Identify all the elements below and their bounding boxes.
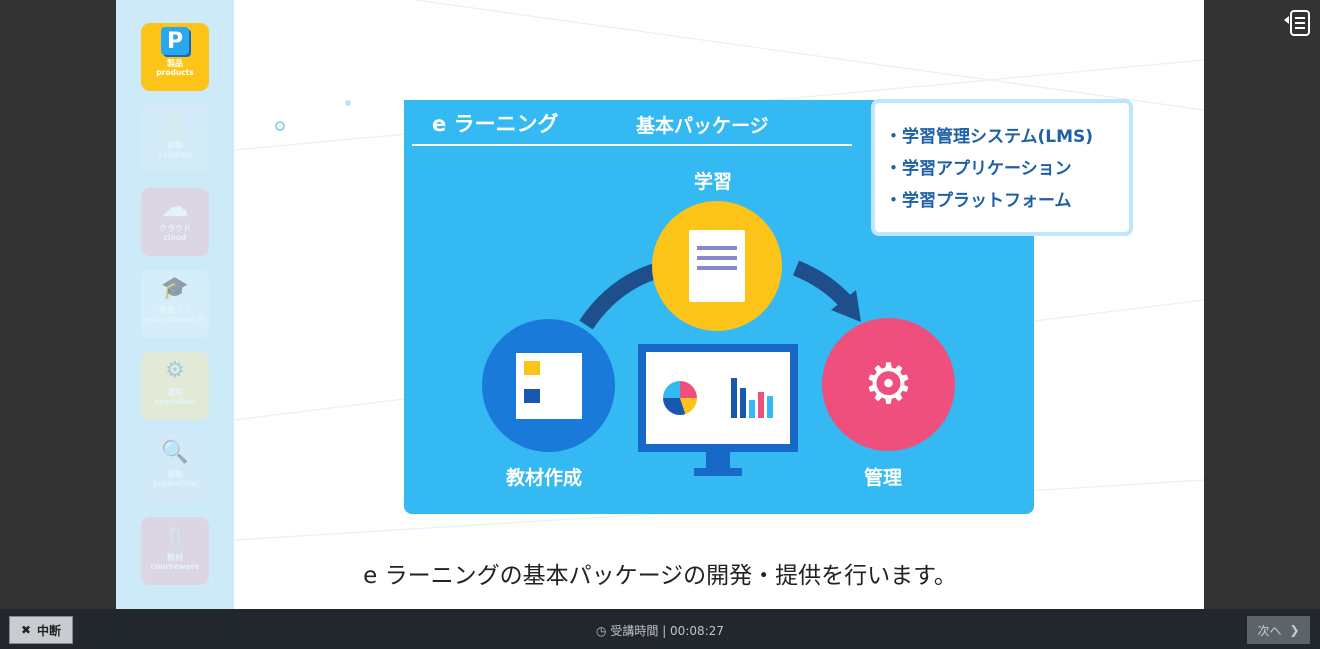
next-button[interactable]: 次へ❯ bbox=[1247, 616, 1310, 644]
divider bbox=[412, 144, 852, 146]
panel-title: e ラーニング bbox=[432, 112, 559, 136]
learn-icon bbox=[652, 201, 782, 331]
stop-button[interactable]: ✖中断 bbox=[9, 616, 73, 644]
list-menu-icon bbox=[1284, 10, 1310, 36]
panel-subtitle: 基本パッケージ bbox=[636, 115, 769, 137]
lms-list-item: ・学習アプリケーション bbox=[885, 159, 1072, 179]
document-icon: ▯ bbox=[168, 522, 182, 548]
arrow-icon bbox=[831, 290, 861, 322]
label-create: 教材作成 bbox=[506, 467, 583, 489]
close-icon: ✖ bbox=[20, 623, 32, 637]
laptop-graduation-icon: 🎓 bbox=[161, 275, 189, 301]
panel-tab bbox=[404, 100, 824, 146]
lms-list: ・学習管理システム(LMS) ・学習アプリケーション ・学習プラットフォーム bbox=[871, 99, 1133, 236]
courseware-create-icon bbox=[482, 319, 615, 452]
clock-icon: ◷ bbox=[596, 624, 607, 638]
gear-wrench-icon: ⚙ bbox=[822, 318, 955, 451]
gear-cycle-icon: ⚙ bbox=[165, 357, 185, 383]
footer-bar bbox=[0, 609, 1320, 649]
chevron-right-icon: ❯ bbox=[1289, 623, 1300, 637]
monitor-icon bbox=[638, 344, 798, 452]
network-icon: △ bbox=[166, 110, 184, 136]
person-search-icon: 🔍 bbox=[161, 439, 189, 465]
p-icon: P bbox=[141, 23, 209, 59]
label-manage: 管理 bbox=[864, 467, 903, 489]
toc-menu-button[interactable] bbox=[1284, 10, 1312, 36]
elapsed-time: ◷ 受講時間 | 00:08:27 bbox=[596, 624, 724, 638]
lms-list-item: ・学習管理システム(LMS) bbox=[885, 127, 1094, 147]
slide-caption: e ラーニングの基本パッケージの開発・提供を行います。 bbox=[363, 563, 957, 589]
label-learn: 学習 bbox=[694, 171, 733, 193]
cloud-icon: ☁ bbox=[161, 189, 189, 223]
lms-list-item: ・学習プラットフォーム bbox=[885, 191, 1072, 211]
